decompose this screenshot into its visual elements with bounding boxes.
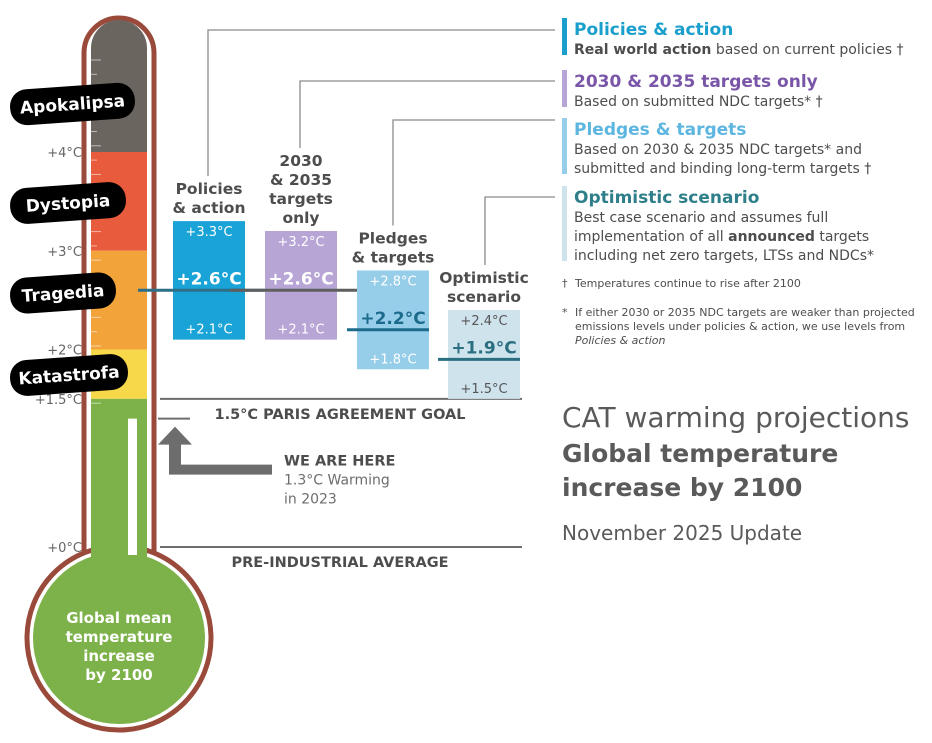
thermometer-axis: +0°C +1.5°C +2°C +3°C +4°C [35,146,82,556]
scenario-mid-label: +2.6°C [176,269,241,289]
zone-pill [10,82,135,126]
scenario-mid-label: +2.6°C [268,269,333,289]
axis-tick-label: +2°C [47,344,82,359]
legend-description: Best case scenario and assumes full [574,210,828,226]
scenario-leader-line [299,80,555,148]
scenario-mid-label: +1.9°C [451,338,516,358]
scenario-high-label: +2.4°C [460,314,507,329]
scenario-leader-line [392,119,555,226]
we-are-here-arrow [158,426,272,475]
axis-tick-label: +4°C [47,146,82,161]
note-mark: † [562,277,568,290]
legend-color-bar [562,186,567,261]
scenario-high-label: +3.2°C [277,235,324,250]
legend-color-bar [562,118,567,174]
legend-title: Policies & action [574,20,733,40]
scenario-heading-line: 2030 [279,152,322,170]
reference-lines: 1.5°C PARIS AGREEMENT GOAL PRE-INDUSTRIAL… [158,397,522,571]
legend-description: implementation of all announced targets [574,229,869,245]
thermometer-label-line: Global mean [66,609,172,627]
scenario-leader-line [207,29,555,177]
scenario-low-label: +1.8°C [369,352,416,367]
legend-title: 2030 & 2035 targets only [574,72,818,92]
scenario-heading-line: targets [269,190,333,208]
note-mark: * [562,306,568,319]
scenario-low-label: +1.5°C [460,382,507,397]
scenario-heading-line: & 2035 [270,171,332,189]
scenario-heading-line: Optimistic [439,269,529,287]
legend-description: submitted and binding long-term targets … [574,161,871,177]
preindustrial-label: PRE-INDUSTRIAL AVERAGE [231,555,448,571]
scenario-range-bar [265,231,337,340]
scenario-range-bar [448,310,520,399]
we-are-here-year: in 2023 [284,492,337,508]
note-text: Policies & action [575,334,666,347]
legend-color-bar [562,70,567,107]
legend-title: Optimistic scenario [574,188,759,208]
zone-pill [10,272,116,314]
thermometer-bulb-fill [33,552,205,724]
chart-title-line1: CAT warming projections [562,401,910,434]
legend-description: Based on submitted NDC targets* † [574,94,823,110]
thermometer-label-line: temperature [66,628,173,646]
scenario-low-label: +2.1°C [277,323,324,338]
scenario-heading-line: Policies [176,180,243,198]
note-text: emissions levels under policies & action… [575,320,905,333]
scenario-heading-line: & action [173,199,246,217]
legend-description: including net zero targets, LTSs and NDC… [574,248,874,264]
chart-update-label: November 2025 Update [562,521,802,545]
axis-tick-label: +0°C [47,541,82,556]
legend-title: Pledges & targets [574,120,746,140]
thermometer-mercury-marker [128,418,137,555]
scenario-high-label: +3.3°C [185,225,232,240]
we-are-here-title: WE ARE HERE [284,454,395,470]
scenario-leader-line [484,196,555,265]
scenario-bars: +3.3°C +2.1°C +2.6°C Policies& action +3.2°C… [138,29,555,399]
scenario-low-label: +2.1°C [185,323,232,338]
legend-description: Based on 2030 & 2035 NDC targets* and [574,142,862,158]
chart-title-line3: increase by 2100 [562,473,802,502]
scenario-heading-line: scenario [447,288,521,306]
scenario-range-bar [357,270,429,370]
scenario-mid-label: +2.2°C [360,309,425,329]
thermometer-label-line: by 2100 [85,666,153,684]
axis-tick-label: +3°C [47,245,82,260]
we-are-here-value: 1.3°C Warming [284,473,390,489]
thermometer-label-line: increase [83,647,155,665]
scenario-heading-line: Pledges [358,230,427,248]
scenario-range-bar [173,221,245,340]
chart-title-line2: Global temperature [562,439,838,468]
zone-pill [10,354,128,396]
scenario-heading-line: & targets [352,249,435,267]
zone-pill [10,182,126,224]
legend-description: Real world action based on current polic… [574,42,904,58]
scenario-high-label: +2.8°C [369,275,416,290]
legend-color-bar [562,18,567,55]
axis-tick-label: +1.5°C [35,393,82,408]
scenario-heading-line: only [282,209,319,227]
note-text: If either 2030 or 2035 NDC targets are w… [575,306,915,319]
paris-goal-label: 1.5°C PARIS AGREEMENT GOAL [214,407,465,423]
note-text: Temperatures continue to rise after 2100 [574,277,801,290]
